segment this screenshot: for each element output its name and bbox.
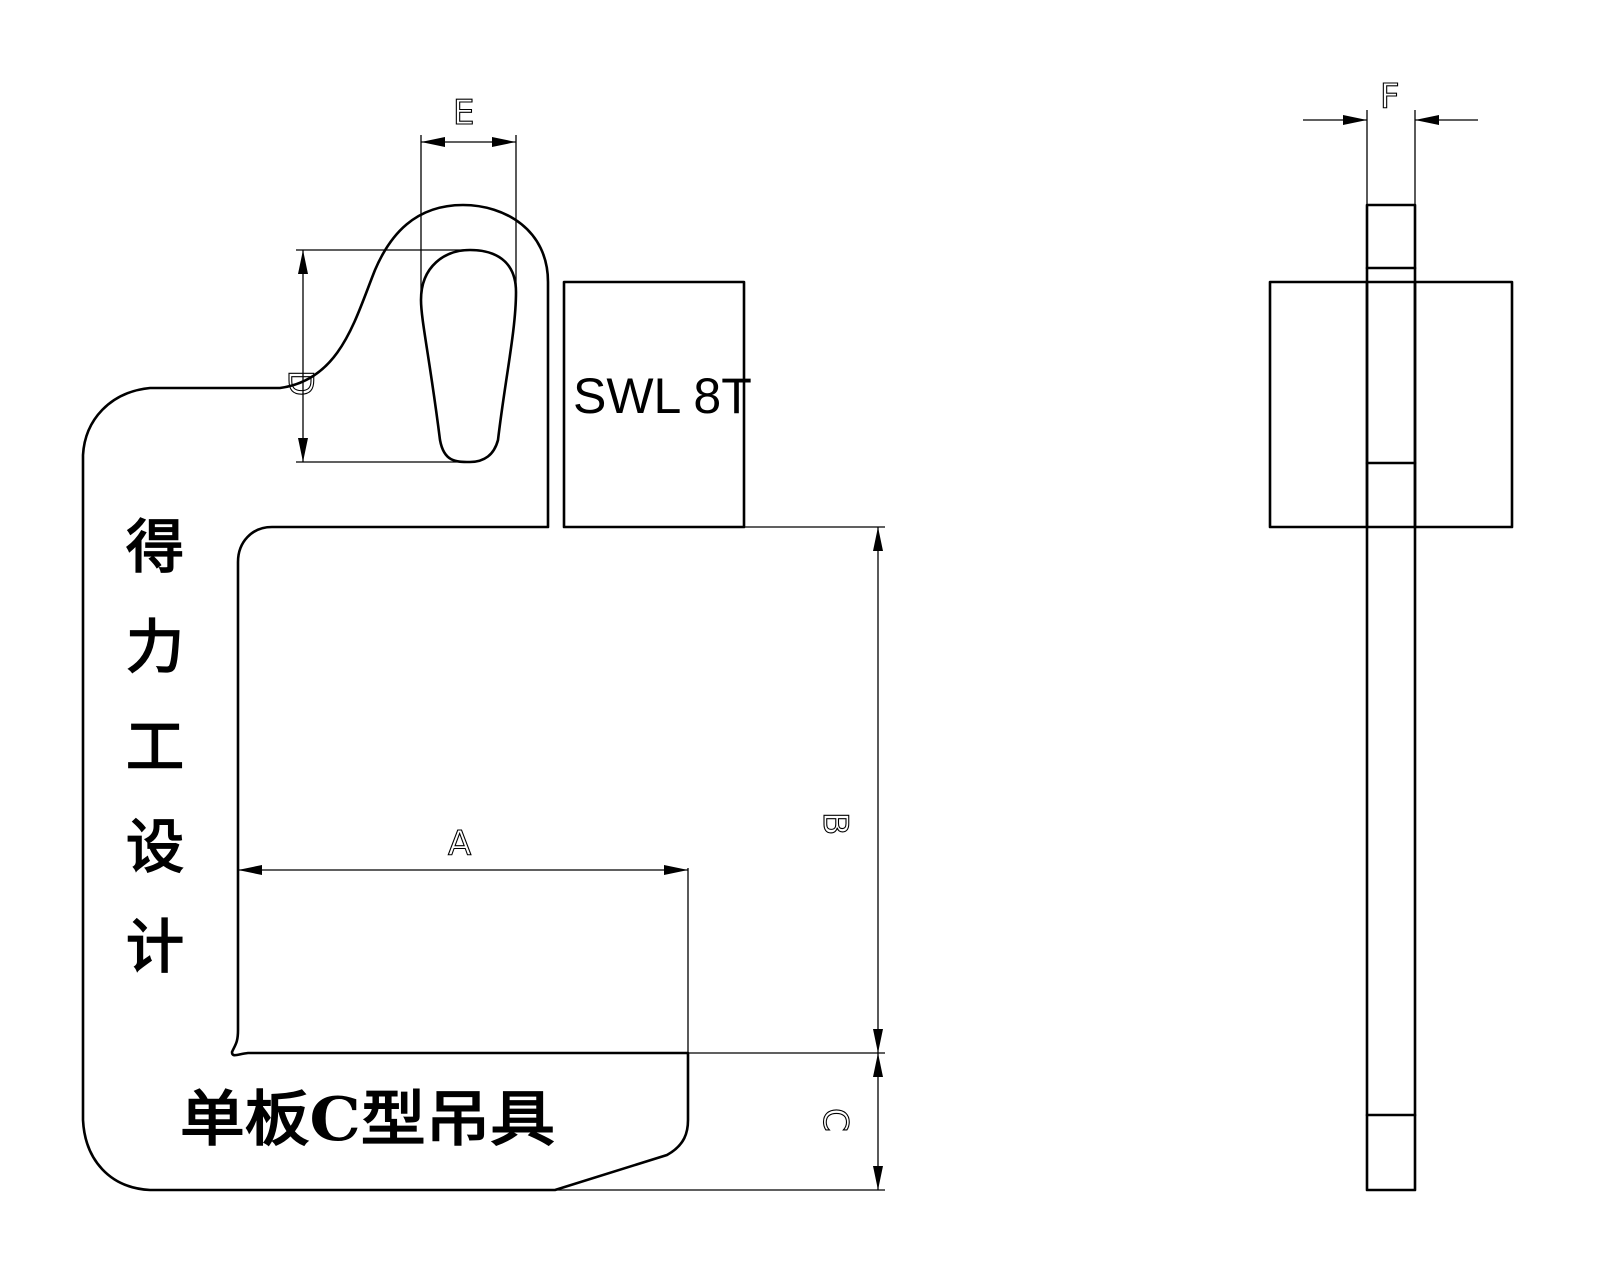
dimension-a: A [238, 823, 689, 1053]
dimension-f: F [1303, 76, 1478, 205]
bottom-title: 单板C型吊具 [180, 1085, 555, 1155]
dimension-c-label: C [815, 1108, 855, 1132]
dimension-d: D [279, 249, 470, 463]
vertical-char-5: 计 [126, 913, 184, 981]
vertical-char-2: 力 [126, 613, 184, 681]
side-label-block [1268, 280, 1514, 529]
swl-label-block [562, 280, 746, 529]
dimension-e-label: E [453, 93, 474, 133]
dimension-f-label: F [1380, 77, 1400, 117]
dimension-b-label: B [815, 812, 855, 835]
side-view: F [1268, 76, 1514, 1192]
vertical-char-1: 得 [126, 513, 184, 581]
dimension-b: B [688, 526, 885, 1054]
swl-label: SWL 8T [573, 368, 752, 424]
front-view: SWL 8T 得 力 工 设 计 单板C型吊具 E D [81, 92, 885, 1192]
c-plate-outline [81, 203, 690, 1192]
vertical-char-4: 设 [126, 813, 184, 881]
vertical-char-3: 工 [126, 713, 184, 781]
side-plate [1365, 203, 1417, 1192]
dimension-a-label: A [448, 824, 471, 864]
dimension-e: E [420, 92, 517, 300]
dimension-d-label: D [280, 370, 320, 396]
lifting-eye-hole [419, 248, 518, 464]
dimension-c: C [555, 1053, 885, 1191]
vertical-brand-text: 得 力 工 设 计 [126, 513, 184, 981]
